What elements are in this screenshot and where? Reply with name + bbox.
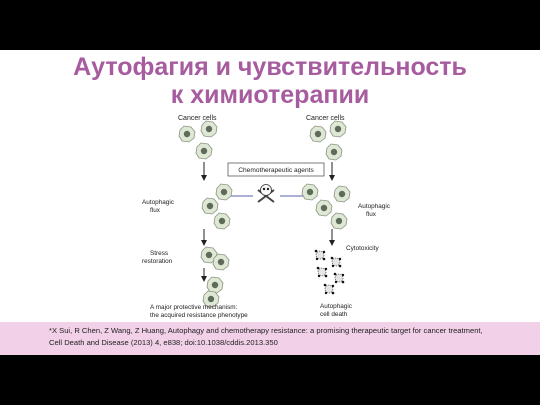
- reference-line-2: Cell Death and Disease (2013) 4, e838; d…: [49, 338, 278, 347]
- cancer-cell-icon: [301, 183, 319, 201]
- chemo-agents-box: [227, 162, 325, 177]
- cancer-cell-icon: [206, 276, 224, 294]
- label-cytotoxicity: Cytotoxicity: [346, 245, 379, 252]
- cancer-cell-icon: [325, 143, 343, 161]
- cancer-cell-icon: [315, 199, 333, 217]
- label-autophagic-flux-right-1: Autophagic: [358, 203, 391, 210]
- dying-cell-icon: [314, 249, 326, 261]
- title-line-2: к химиотерапии: [170, 81, 370, 109]
- slide-title: Аутофагия и чувствительность к химиотера…: [0, 53, 540, 109]
- skull-crossbones-icon: [257, 184, 275, 203]
- label-mechanism-2: the acquired resistance phenotype: [150, 312, 248, 319]
- cancer-cell-icon: [200, 120, 218, 138]
- dying-cell-icon: [333, 272, 345, 284]
- cancer-cell-icon: [333, 185, 351, 203]
- cancer-cell-icon: [330, 212, 348, 230]
- dying-cell-icon: [316, 266, 328, 278]
- label-autophagic-death-2: cell death: [320, 311, 348, 318]
- cancer-cell-icon: [329, 120, 347, 138]
- reference-bar: *X Sui, R Chen, Z Wang, Z Huang, Autopha…: [0, 322, 540, 355]
- label-autophagic-flux-left-2: flux: [150, 207, 161, 214]
- label-cancer-cells-left: Cancer cells: [178, 115, 217, 122]
- cancer-cell-icon: [178, 125, 196, 143]
- dying-cell-icon: [323, 283, 335, 295]
- cancer-cell-icon: [215, 183, 233, 201]
- slide: Аутофагия и чувствительность к химиотера…: [0, 50, 540, 355]
- reference-line-1: *X Sui, R Chen, Z Wang, Z Huang, Autopha…: [49, 326, 483, 335]
- dying-cell-icon: [330, 256, 342, 268]
- label-mechanism-1: A major protective mechanism:: [150, 304, 238, 311]
- label-cancer-cells-right: Cancer cells: [306, 115, 345, 122]
- cancer-cell-icon: [213, 212, 231, 230]
- label-autophagic-death-1: Autophagic: [320, 303, 353, 310]
- autophagy-diagram: Cancer cells Cancer cells Chemotherapeut…: [142, 115, 391, 319]
- cancer-cell-icon: [195, 142, 213, 160]
- label-autophagic-flux-right-2: flux: [366, 211, 377, 218]
- label-stress-restoration-2: restoration: [142, 258, 173, 265]
- cancer-cell-icon: [201, 197, 219, 215]
- label-autophagic-flux-left-1: Autophagic: [142, 199, 175, 206]
- label-chemo-agents: Chemotherapeutic agents: [238, 167, 314, 174]
- cancer-cell-icon: [309, 125, 327, 143]
- title-line-1: Аутофагия и чувствительность: [73, 53, 467, 81]
- cancer-cell-icon: [212, 253, 230, 271]
- label-stress-restoration-1: Stress: [150, 250, 168, 257]
